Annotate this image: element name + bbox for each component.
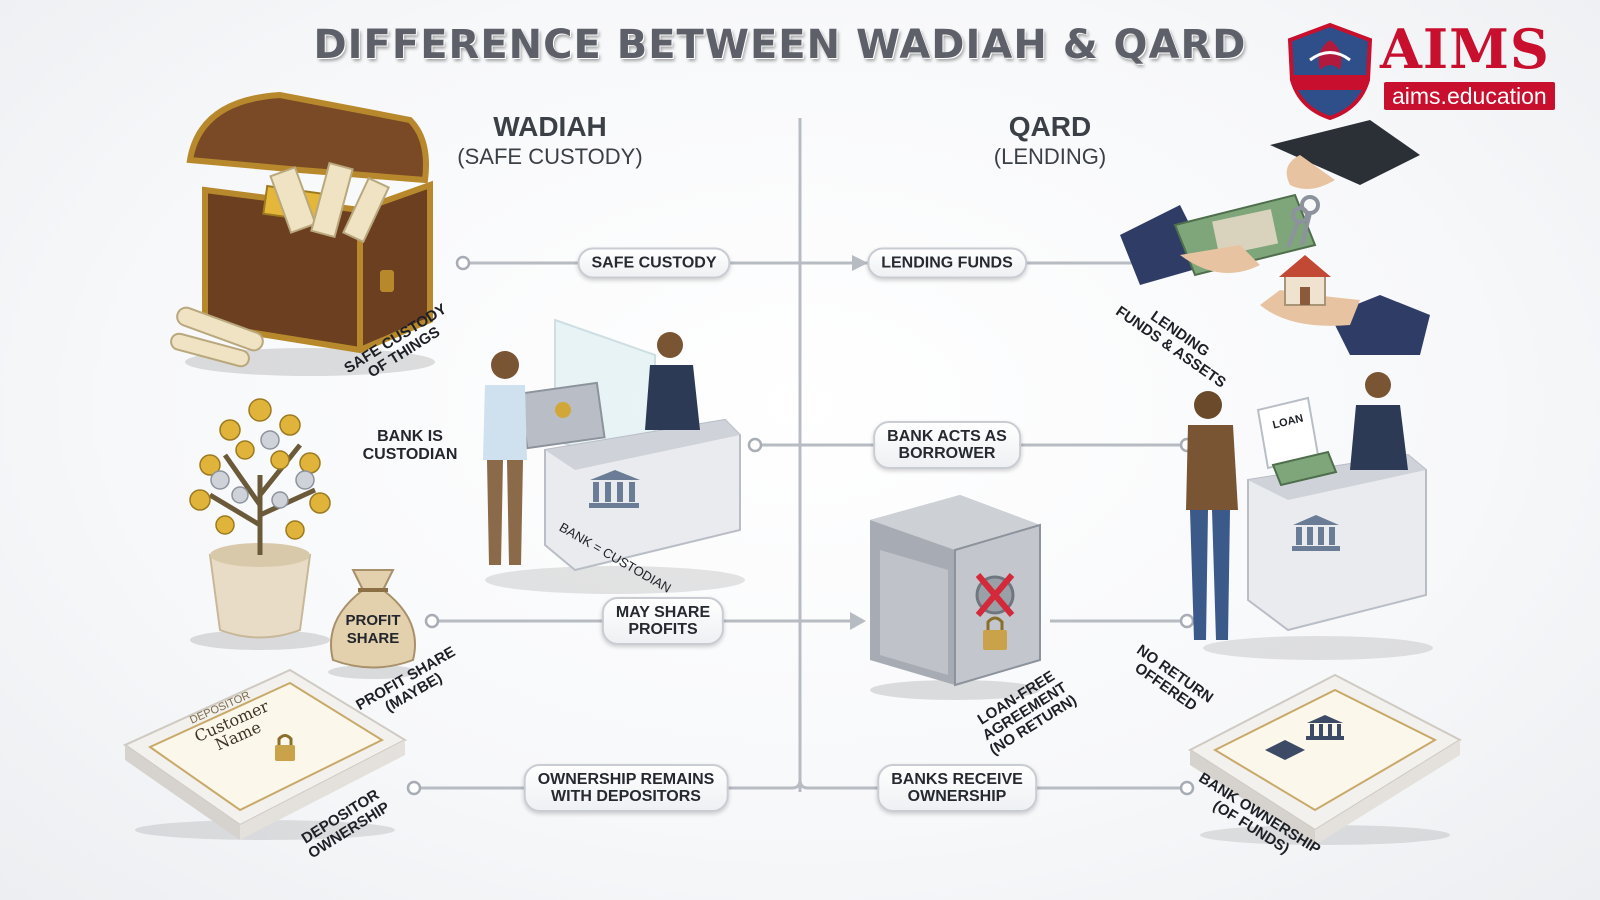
pill-banks-receive-ownership: BANKS RECEIVE OWNERSHIP <box>877 764 1037 812</box>
safe-illustration <box>870 495 1041 700</box>
aims-logo: AIMS aims.education <box>1280 20 1580 120</box>
arrow-safe-custody <box>852 255 868 271</box>
pill-may-share-profits: MAY SHARE PROFITS <box>601 597 725 645</box>
pill-lending-funds: LENDING FUNDS <box>867 247 1027 279</box>
node-ownership-left <box>406 780 422 796</box>
key-icon <box>1286 195 1320 248</box>
node-profits <box>424 613 440 629</box>
node-safe-custody <box>455 255 471 271</box>
node-ownership-right <box>1179 780 1195 796</box>
wadiah-subtitle: (SAFE CUSTODY) <box>457 144 643 169</box>
logo-brand: AIMS <box>1380 17 1550 81</box>
bank-ownership-certificate-illustration <box>1188 673 1463 845</box>
arrow-profits <box>850 612 866 630</box>
crest-icon <box>1287 22 1373 120</box>
caption-bank-is-custodian: BANK IS CUSTODIAN <box>362 428 458 463</box>
logo-url[interactable]: aims.education <box>1384 82 1555 110</box>
padlock-icon <box>983 616 1007 650</box>
bank-custodian-illustration <box>483 318 745 594</box>
bank-building-icon <box>589 470 640 508</box>
treasure-chest-illustration <box>170 91 435 376</box>
loan-desk-illustration <box>1186 372 1433 660</box>
node-borrower-left <box>747 437 763 453</box>
wadiah-heading: WADIAH (SAFE CUSTODY) <box>420 112 680 172</box>
lending-hands-illustration <box>1120 120 1430 355</box>
pill-ownership-remains: OWNERSHIP REMAINS WITH DEPOSITORS <box>523 764 729 812</box>
qard-heading: QARD (LENDING) <box>930 112 1170 172</box>
profit-bag-label: PROFIT SHARE <box>345 612 401 647</box>
qard-subtitle: (LENDING) <box>993 144 1107 169</box>
bank-building-icon-right <box>1292 515 1340 551</box>
money-tree-illustration <box>189 398 331 650</box>
depositor-certificate-illustration <box>122 668 408 840</box>
lock-icon <box>275 734 295 761</box>
pill-safe-custody: SAFE CUSTODY <box>577 247 731 279</box>
line-ownership-right <box>798 779 1185 790</box>
bank-building-icon-cert <box>1306 715 1344 740</box>
pill-bank-acts-as-borrower: BANK ACTS AS BORROWER <box>873 421 1021 469</box>
profit-bag-icon <box>328 569 418 679</box>
handshake-icon <box>1265 740 1305 760</box>
wadiah-title: WADIAH <box>493 111 607 142</box>
house-icon <box>1279 255 1331 306</box>
page-title: DIFFERENCE BETWEEN WADIAH & QARD <box>313 22 1247 68</box>
node-no-return <box>1179 613 1195 629</box>
qard-title: QARD <box>1008 111 1092 142</box>
